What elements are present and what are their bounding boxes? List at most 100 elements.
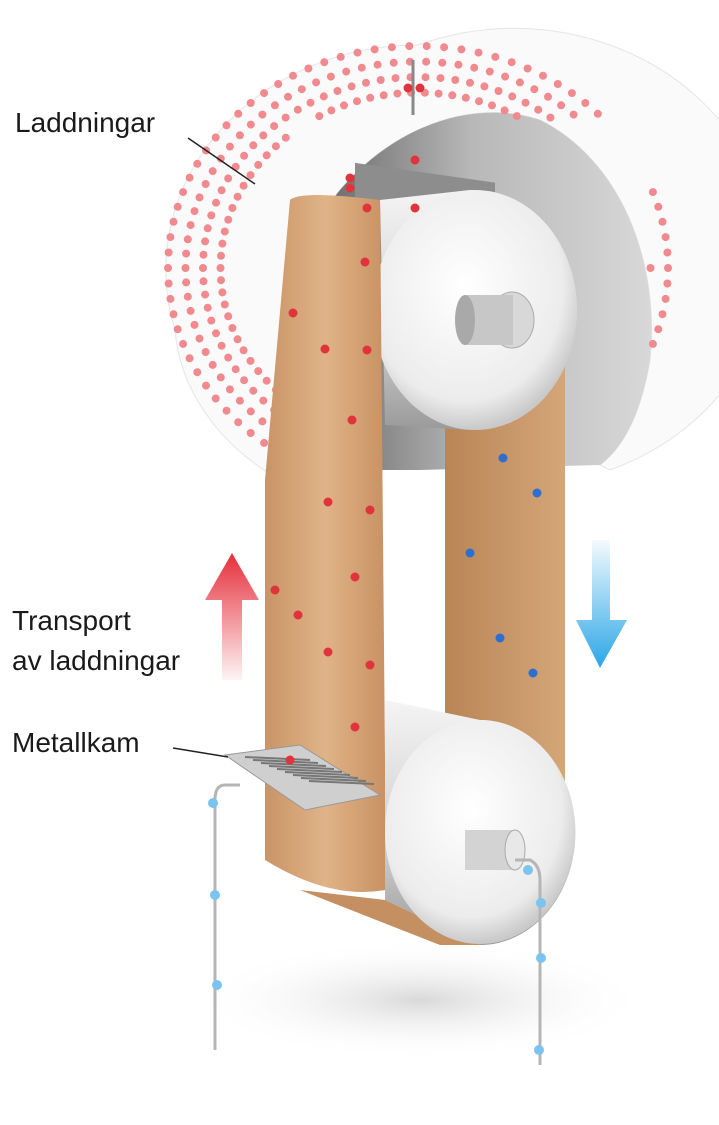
comb-tooth (268, 765, 335, 770)
positive-charge (216, 373, 225, 382)
positive-charge (195, 334, 204, 343)
wire-bead (208, 798, 218, 808)
positive-charge (454, 60, 463, 69)
positive-charge (211, 133, 220, 142)
positive-charge (362, 78, 370, 87)
positive-charge (438, 58, 447, 67)
positive-charge (270, 585, 280, 595)
positive-charge (289, 71, 297, 80)
positive-charge (448, 91, 457, 100)
positive-charge (183, 235, 192, 244)
dome-charges (164, 42, 672, 478)
positive-charge (195, 193, 204, 202)
wire-bead (534, 1045, 544, 1055)
positive-charge (345, 183, 355, 193)
positive-charge (235, 396, 244, 405)
positive-charge (403, 83, 413, 93)
positive-charge (422, 42, 431, 51)
positive-charge (208, 360, 217, 369)
positive-charge (258, 110, 267, 119)
ground-shadow (190, 940, 650, 1060)
positive-charge (567, 89, 576, 98)
positive-charge (362, 203, 372, 213)
positive-charge (512, 112, 521, 121)
positive-charge (553, 80, 562, 88)
positive-charge (224, 353, 233, 362)
positive-charge (342, 67, 351, 76)
positive-charge (220, 300, 229, 309)
positive-charge (491, 52, 500, 61)
comb-tooth (300, 777, 367, 782)
belt-front (265, 195, 385, 892)
positive-charge (222, 121, 231, 130)
negative-charge (495, 633, 505, 643)
positive-charge (281, 133, 290, 142)
positive-charge (434, 89, 443, 98)
positive-charge (515, 78, 524, 87)
positive-charge (501, 72, 510, 81)
positive-charge (225, 142, 234, 151)
positive-charge (270, 101, 279, 110)
positive-charge (365, 660, 375, 670)
positive-charge (202, 381, 210, 390)
comb-tooth (308, 780, 375, 785)
positive-charge (319, 92, 328, 101)
positive-charge (220, 227, 229, 236)
positive-charge (186, 221, 195, 230)
positive-charge (664, 264, 672, 272)
positive-charge (181, 264, 190, 272)
positive-charge (234, 109, 243, 118)
positive-charge (262, 151, 271, 160)
positive-charge (199, 277, 208, 286)
positive-charge (320, 58, 329, 67)
positive-charge (288, 308, 298, 318)
positive-charge (421, 73, 430, 82)
positive-charge (347, 82, 356, 91)
positive-charge (326, 72, 335, 81)
positive-charge (271, 142, 280, 151)
positive-charge (249, 386, 258, 395)
positive-charge (211, 394, 220, 403)
positive-charge (207, 211, 216, 220)
positive-charge (201, 290, 210, 299)
positive-charge (663, 248, 672, 257)
label-metal-comb: Metallkam (12, 727, 140, 758)
positive-charge (521, 98, 530, 107)
positive-charge (218, 288, 227, 297)
wire-bead (523, 865, 533, 875)
positive-charge (260, 89, 269, 98)
positive-charge (246, 99, 255, 107)
positive-charge (410, 155, 420, 165)
positive-charge (557, 101, 566, 110)
positive-charge (190, 320, 199, 329)
positive-charge (262, 376, 271, 385)
positive-charge (225, 385, 234, 394)
positive-charge (370, 45, 379, 54)
negative-charge (528, 668, 538, 678)
positive-charge (648, 339, 657, 348)
positive-charge (179, 339, 188, 348)
positive-charge (199, 250, 208, 259)
positive-charge (164, 248, 173, 257)
positive-charge (648, 188, 657, 197)
positive-charge (224, 215, 233, 224)
positive-charge (166, 233, 175, 242)
positive-charge (488, 101, 496, 110)
bottom-roller (300, 700, 576, 946)
positive-charge (362, 345, 372, 355)
comb-tooth (284, 771, 351, 776)
positive-charge (166, 294, 175, 303)
positive-charge (285, 755, 295, 765)
positive-charge (544, 92, 552, 101)
positive-charge (333, 87, 342, 95)
positive-charge (422, 57, 431, 66)
positive-charge (534, 105, 543, 114)
positive-charge (186, 306, 195, 315)
arrow-up-icon (205, 553, 259, 680)
positive-charge (259, 131, 268, 140)
positive-charge (350, 572, 360, 582)
positive-charge (474, 48, 483, 57)
positive-charge (297, 85, 306, 94)
positive-charge (284, 92, 292, 101)
positive-charge (306, 98, 315, 107)
